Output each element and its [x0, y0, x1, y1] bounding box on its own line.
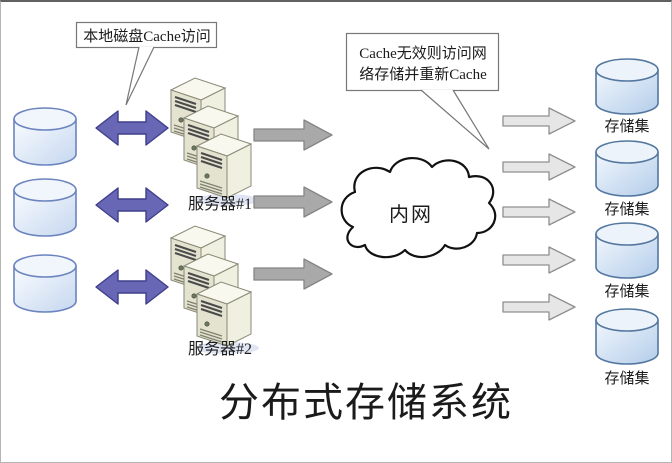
network-to-storage-arrow-5 [502, 293, 576, 321]
diagram-title: 分布式存储系统 [219, 380, 513, 425]
callout-local-cache-label: 本地磁盘Cache访问 [77, 23, 217, 48]
local-disk-cylinder-2 [13, 178, 77, 237]
callout-network-cache-line1: Cache无效则访问网 [359, 45, 487, 62]
callout-network-cache-line2: 络存储并重新Cache [359, 66, 487, 83]
storage-cylinder-2 [595, 140, 659, 197]
server-to-network-arrow-1 [253, 119, 333, 151]
storage-cylinder-1 [595, 58, 659, 115]
callout-network-cache-label: Cache无效则访问网 络存储并重新Cache [347, 34, 499, 91]
storage-cylinder-4 [595, 308, 659, 365]
network-to-storage-arrow-4 [502, 246, 576, 274]
storage-cylinder-3 [595, 222, 659, 279]
network-to-storage-arrow-1 [502, 107, 576, 135]
server-stack-1 [170, 77, 259, 206]
network-to-storage-arrow-3 [502, 198, 576, 226]
server2-label: 服务器#2 [187, 341, 252, 358]
server1-label: 服务器#1 [187, 196, 252, 213]
intranet-cloud [340, 157, 497, 259]
storage-label-2: 存储集 [604, 202, 650, 218]
cloud-label: 内网 [389, 204, 433, 226]
callout-local-cache-shape [75, 21, 218, 106]
local-disk-cylinder-3 [13, 254, 77, 313]
bidirectional-arrow-3 [95, 269, 169, 305]
storage-label-4: 存储集 [604, 371, 650, 387]
local-disk-cylinder-1 [13, 107, 77, 166]
callout-local-cache-text: 本地磁盘Cache访问 [83, 29, 211, 45]
bidirectional-arrow-1 [95, 110, 169, 146]
server-stack-2 [170, 225, 259, 354]
storage-label-3: 存储集 [604, 284, 650, 300]
server-to-network-arrow-3 [253, 258, 333, 290]
network-to-storage-arrow-2 [502, 153, 576, 181]
callout-network-cache-shape [345, 32, 500, 150]
storage-label-1: 存储集 [604, 119, 650, 135]
